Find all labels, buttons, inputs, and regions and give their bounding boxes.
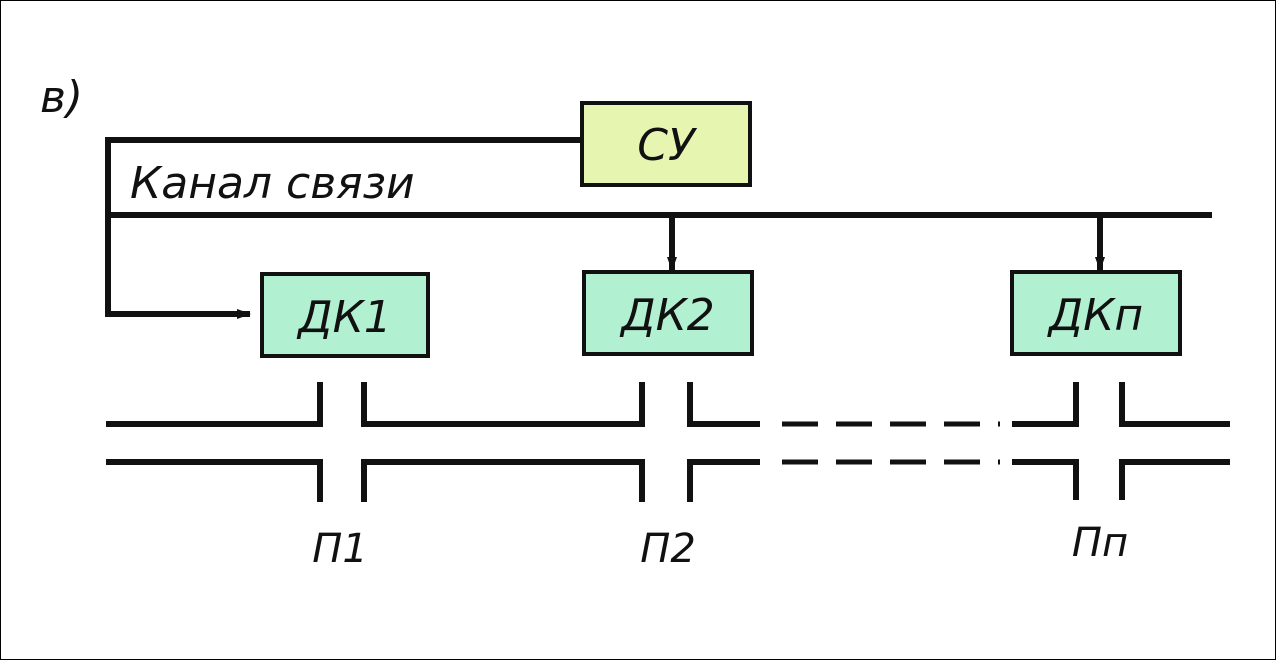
dk2-block: ДК2 <box>582 270 754 356</box>
control-unit-block: СУ <box>580 101 752 187</box>
lower-rail-segment <box>1012 459 1079 500</box>
dk1-label: ДК1 <box>296 292 392 343</box>
lower-rail-segment <box>106 459 323 502</box>
dkn-label: ДКп <box>1047 290 1143 341</box>
point-p1-label: П1 <box>312 526 368 572</box>
dk1-block: ДК1 <box>260 272 430 358</box>
channel-label: Канал связи <box>130 158 415 209</box>
channel-loop-line <box>105 137 582 319</box>
lower-rail-segment <box>687 459 760 502</box>
upper-rail-segment <box>106 382 323 427</box>
upper-rail-segment <box>1119 382 1230 427</box>
track-lines <box>106 382 1230 502</box>
control-unit-label: СУ <box>637 120 698 171</box>
communication-channel <box>105 137 1212 319</box>
upper-rail-segment <box>687 382 760 427</box>
lower-rail-segment <box>361 459 645 502</box>
upper-rail-segment <box>1012 382 1079 427</box>
lower-rail-segment <box>1119 459 1230 500</box>
point-p2-label: П2 <box>640 526 696 572</box>
upper-rail-segment <box>361 382 645 427</box>
dkn-block: ДКп <box>1010 270 1182 356</box>
point-pn-label: Пп <box>1072 520 1128 566</box>
dk2-label: ДК2 <box>619 290 715 341</box>
figure-label: в) <box>40 72 83 123</box>
dashed-continuation <box>782 421 1000 465</box>
